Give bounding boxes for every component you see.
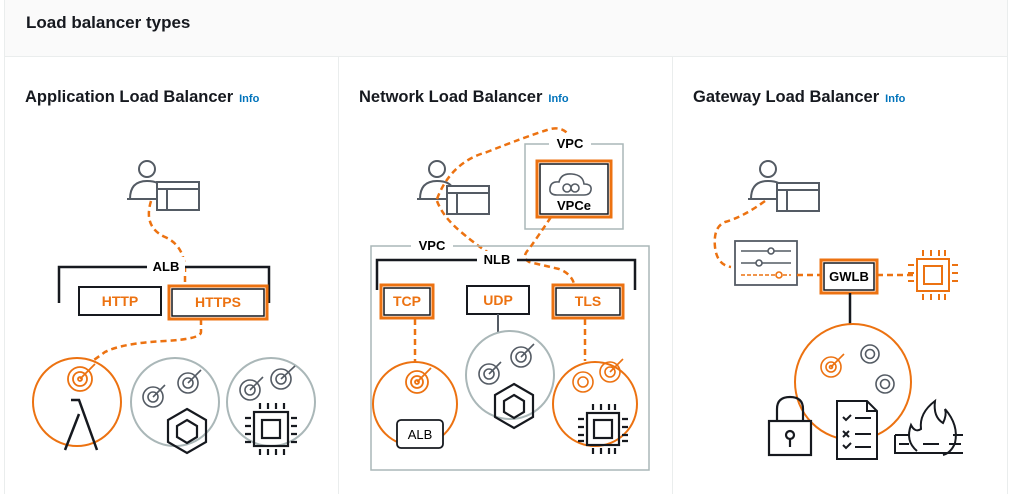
vpc-top-label: VPC — [557, 136, 584, 151]
http-label: HTTP — [102, 293, 139, 309]
card-title-text: Gateway Load Balancer — [693, 88, 880, 106]
target-icon — [860, 344, 895, 394]
chip-icon — [908, 250, 958, 300]
document-icon — [836, 400, 878, 460]
panel-title: Load balancer types — [26, 13, 191, 32]
alb-diagram: ALB HTTP HTTPS — [32, 160, 316, 455]
instance-target-group — [226, 357, 316, 447]
tcp-label: TCP — [393, 293, 421, 309]
chip-icon — [245, 403, 297, 455]
https-label: HTTPS — [195, 294, 241, 310]
card-title-text: Application Load Balancer — [25, 88, 234, 106]
gwlb-label: GWLB — [829, 269, 869, 284]
load-balancer-types-panel: Load balancer types Application Load Bal… — [4, 0, 1008, 494]
target-icon — [820, 353, 845, 378]
card-title: Gateway Load Balancer Info — [693, 88, 905, 107]
card-network-load-balancer[interactable]: Network Load Balancer Info VPC VPCe — [339, 57, 673, 494]
info-link[interactable]: Info — [548, 93, 569, 105]
info-link[interactable]: Info — [885, 93, 906, 105]
target-icon — [67, 363, 96, 392]
card-gateway-load-balancer[interactable]: Gateway Load Balancer Info — [673, 57, 1007, 494]
lambda-target-group — [32, 357, 122, 447]
browser-window-icon — [156, 181, 200, 211]
target-icon — [239, 365, 296, 401]
container-icon — [493, 382, 535, 430]
browser-window-icon — [446, 185, 490, 215]
chip-icon — [578, 404, 628, 454]
udp-label: UDP — [483, 292, 513, 308]
gwlb-diagram: GWLB — [713, 160, 963, 460]
sliders-icon — [734, 240, 798, 286]
firewall-icon — [894, 398, 963, 456]
alb-label: ALB — [153, 259, 180, 274]
nlb-diagram: VPC VPCe VP — [370, 127, 650, 471]
target-icon — [478, 343, 535, 385]
alb-target-label: ALB — [408, 427, 433, 442]
tls-label: TLS — [575, 293, 601, 309]
cloud-icon — [549, 173, 592, 196]
lambda-icon — [63, 398, 99, 451]
vpc-label: VPC — [419, 238, 446, 253]
panel-header: Load balancer types — [5, 0, 1007, 57]
nlb-label: NLB — [484, 252, 511, 267]
target-icon — [572, 358, 624, 393]
vpce-label: VPCe — [557, 198, 591, 213]
target-icon — [405, 367, 432, 394]
card-title: Network Load Balancer Info — [359, 88, 569, 107]
card-application-load-balancer[interactable]: Application Load Balancer Info ALB HTTP — [5, 57, 339, 494]
target-icon — [142, 369, 202, 408]
container-icon — [166, 407, 208, 455]
browser-window-icon — [776, 182, 820, 212]
card-title: Application Load Balancer Info — [25, 88, 259, 107]
info-link[interactable]: Info — [239, 93, 260, 105]
lock-icon — [767, 395, 813, 457]
card-title-text: Network Load Balancer — [359, 88, 543, 106]
